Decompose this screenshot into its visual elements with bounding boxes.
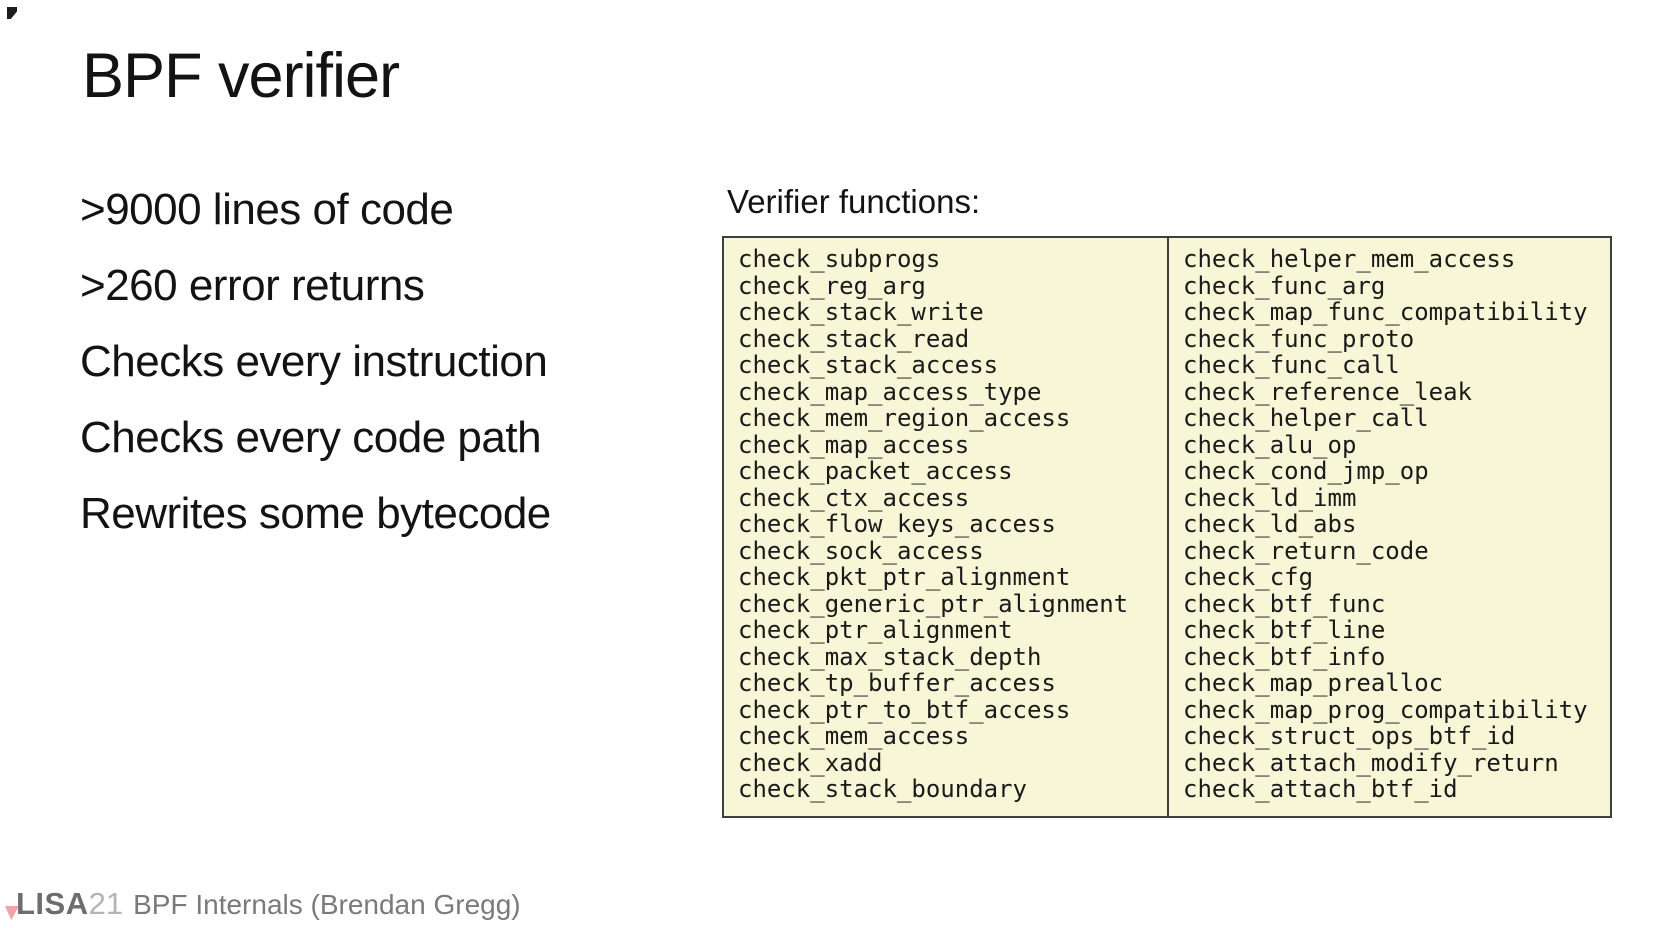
function-name: check_cond_jmp_op <box>1183 457 1429 485</box>
function-name: check_btf_func <box>1183 589 1386 618</box>
bullet-item: >260 error returns <box>80 261 425 310</box>
function-name: check_map_access_type <box>738 377 1042 406</box>
function-name: check_attach_btf_id <box>1183 775 1458 803</box>
function-name: check_func_proto <box>1183 324 1415 353</box>
function-name: check_xadd <box>738 748 883 777</box>
function-name: check_stack_boundary <box>738 775 1027 803</box>
function-name: check_helper_call <box>1183 404 1429 432</box>
function-name: check_attach_modify_return <box>1183 748 1559 777</box>
function-name: check_subprogs <box>738 245 941 273</box>
function-name: check_func_arg <box>1183 271 1386 300</box>
function-name: check_btf_line <box>1183 616 1386 644</box>
function-name: check_ctx_access <box>738 483 970 512</box>
function-name: check_ptr_to_btf_access <box>738 695 1071 724</box>
function-name: check_packet_access <box>738 457 1013 485</box>
function-name: check_map_prog_compatibility <box>1183 695 1588 724</box>
function-name: check_map_prealloc <box>1183 669 1444 697</box>
function-name: check_helper_mem_access <box>1183 245 1516 273</box>
slide-title: BPF verifier <box>82 41 400 111</box>
function-name: check_flow_keys_access <box>738 510 1056 538</box>
function-name: check_stack_read <box>738 324 970 353</box>
lisa-logo-year: 21 <box>88 886 124 921</box>
function-name: check_mem_access <box>738 722 970 750</box>
function-name: check_mem_region_access <box>738 404 1071 432</box>
function-name: check_btf_info <box>1183 642 1386 671</box>
footer-credit: BPF Internals (Brendan Gregg) <box>133 889 521 920</box>
function-name: check_max_stack_depth <box>738 642 1042 671</box>
function-name: check_reg_arg <box>738 271 926 300</box>
function-name: check_pkt_ptr_alignment <box>738 563 1071 591</box>
bullet-item: >9000 lines of code <box>80 185 454 234</box>
function-name: check_cfg <box>1183 563 1314 591</box>
bullet-item: Checks every code path <box>80 413 542 462</box>
function-name: check_ld_abs <box>1183 510 1357 538</box>
function-name: check_ld_imm <box>1183 483 1357 512</box>
corner-flag-mark <box>7 7 17 19</box>
bullet-item: Rewrites some bytecode <box>80 489 551 538</box>
function-name: check_stack_write <box>738 298 984 326</box>
bullet-item: Checks every instruction <box>80 337 548 386</box>
function-name: check_struct_ops_btf_id <box>1183 722 1516 750</box>
verifier-functions-label: Verifier functions: <box>727 183 981 220</box>
function-name: check_reference_leak <box>1183 377 1472 406</box>
lisa-logo-text: LISA <box>16 886 89 921</box>
function-name: check_generic_ptr_alignment <box>738 589 1129 618</box>
function-name: check_alu_op <box>1183 430 1357 459</box>
function-name: check_tp_buffer_access <box>738 669 1056 697</box>
function-name: check_map_func_compatibility <box>1183 298 1588 326</box>
footer: LISA 21 BPF Internals (Brendan Gregg) <box>16 886 521 922</box>
function-name: check_ptr_alignment <box>738 616 1013 644</box>
function-name: check_map_access <box>738 430 970 459</box>
function-name: check_stack_access <box>738 351 999 379</box>
function-name: check_return_code <box>1183 536 1429 565</box>
function-name: check_func_call <box>1183 351 1400 379</box>
function-name: check_sock_access <box>738 536 984 565</box>
